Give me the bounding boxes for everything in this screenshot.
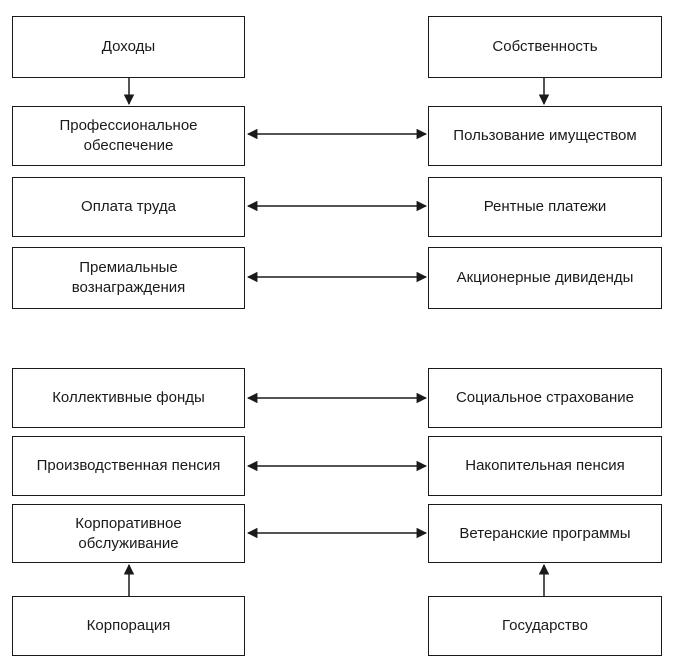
box-collective-funds-label: Коллективные фонды [52,389,205,406]
box-rent-payments-label: Рентные платежи [483,198,607,215]
box-rent-payments: Рентные платежи [428,177,662,237]
box-professional-support-label: Профессиональное обеспечение [59,117,198,154]
box-social-insurance-label: Социальное страхование [455,389,635,406]
box-funded-pension-label: Накопительная пенсия [465,457,625,474]
box-labor-pay: Оплата труда [12,177,245,237]
box-property-usage: Пользование имуществом [428,106,662,166]
box-veteran-programs: Ветеранские программы [428,504,662,563]
box-labor-pay-label: Оплата труда [81,198,176,215]
box-funded-pension: Накопительная пенсия [428,436,662,496]
box-social-insurance: Социальное страхование [428,368,662,428]
box-industrial-pension: Производственная пенсия [12,436,245,496]
box-state: Государство [428,596,662,656]
box-corporation-label: Корпорация [86,617,171,634]
box-industrial-pension-label: Производственная пенсия [36,457,221,474]
box-collective-funds: Коллективные фонды [12,368,245,428]
box-income-label: Доходы [101,38,156,55]
box-property-usage-label: Пользование имуществом [453,127,637,144]
box-dividends: Акционерные дивиденды [428,247,662,309]
box-corporate-service: Корпоративное обслуживание [12,504,245,563]
box-income: Доходы [12,16,245,78]
box-bonus-label: Премиальные вознаграждения [71,259,186,296]
box-corporate-service-label: Корпоративное обслуживание [75,514,182,552]
box-corporation: Корпорация [12,596,245,656]
box-veteran-programs-label: Ветеранские программы [459,524,631,542]
box-professional-support: Профессиональное обеспечение [12,106,245,166]
box-bonus: Премиальные вознаграждения [12,247,245,309]
box-property: Собственность [428,16,662,78]
box-state-label: Государство [502,617,588,634]
box-dividends-label: Акционерные дивиденды [456,269,634,286]
box-property-label: Собственность [492,38,598,55]
